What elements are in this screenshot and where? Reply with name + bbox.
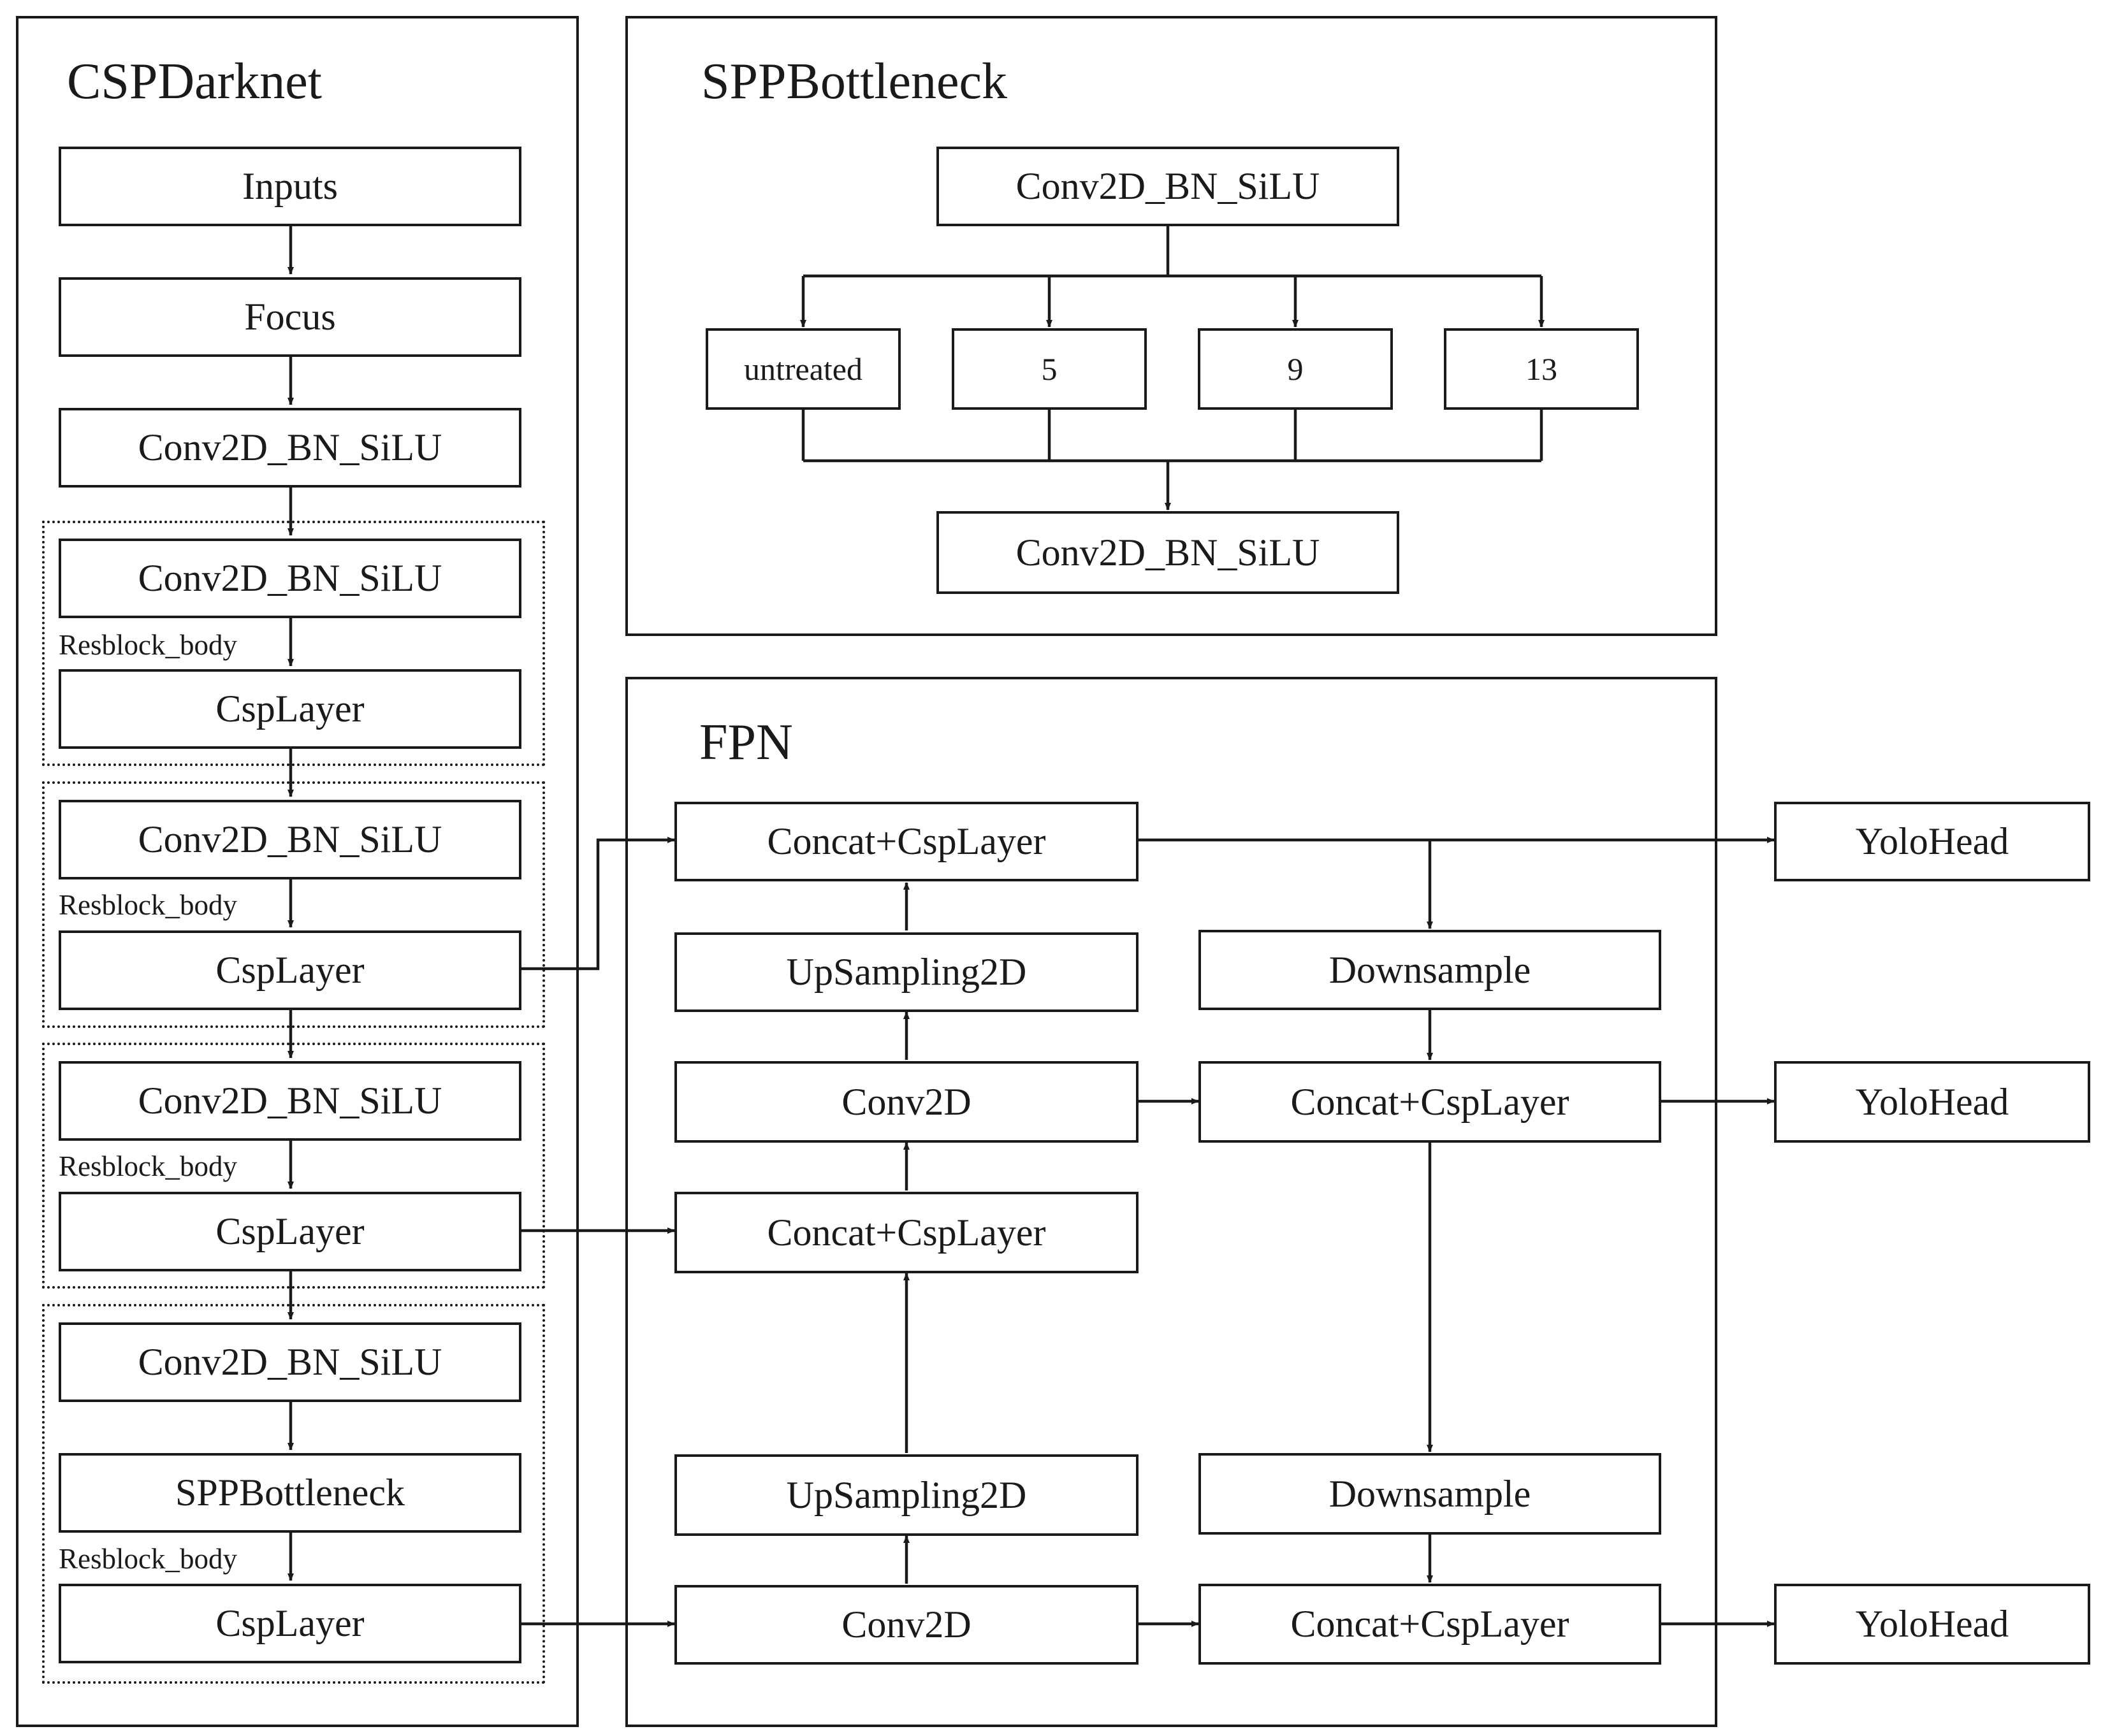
resblock-body-label: Resblock_body: [59, 1543, 237, 1575]
spp-branch-pool-9: 9: [1198, 328, 1393, 410]
csplayer-block: CspLayer: [59, 1584, 521, 1663]
fpn-conv2d-bottom: Conv2D: [674, 1585, 1139, 1665]
fpn-concat-csplayer-right-bottom: Concat+CspLayer: [1198, 1584, 1661, 1665]
fpn-concat-csplayer-right-mid: Concat+CspLayer: [1198, 1061, 1661, 1143]
resblock-body-label: Resblock_body: [59, 629, 237, 661]
sppbottleneck-title: SPPBottleneck: [701, 54, 1008, 110]
conv2d-bn-silu-block: Conv2D_BN_SiLU: [59, 1061, 521, 1141]
fpn-concat-csplayer-mid: Concat+CspLayer: [674, 1192, 1139, 1273]
inputs-block: Inputs: [59, 147, 521, 226]
spp-conv2d-bn-silu-in: Conv2D_BN_SiLU: [936, 147, 1399, 226]
resblock-body-label: Resblock_body: [59, 1150, 237, 1182]
sppbottleneck-panel: [625, 16, 1717, 636]
fpn-conv2d-mid: Conv2D: [674, 1061, 1139, 1143]
spp-branch-pool-5: 5: [952, 328, 1147, 410]
yolohead-block: YoloHead: [1774, 802, 2090, 881]
fpn-upsampling2d-bottom: UpSampling2D: [674, 1454, 1139, 1536]
resblock-body-group: [42, 521, 545, 766]
conv2d-bn-silu-block: Conv2D_BN_SiLU: [59, 1322, 521, 1402]
fpn-concat-csplayer-top: Concat+CspLayer: [674, 802, 1139, 881]
yolohead-block: YoloHead: [1774, 1584, 2090, 1665]
conv2d-bn-silu-block: Conv2D_BN_SiLU: [59, 408, 521, 488]
fpn-downsample-top: Downsample: [1198, 930, 1661, 1010]
sppbottleneck-block: SPPBottleneck: [59, 1453, 521, 1533]
resblock-body-label: Resblock_body: [59, 889, 237, 921]
conv2d-bn-silu-block: Conv2D_BN_SiLU: [59, 539, 521, 618]
csplayer-block: CspLayer: [59, 930, 521, 1010]
spp-conv2d-bn-silu-out: Conv2D_BN_SiLU: [936, 511, 1399, 594]
conv2d-bn-silu-block: Conv2D_BN_SiLU: [59, 800, 521, 879]
csplayer-block: CspLayer: [59, 1192, 521, 1271]
resblock-body-group: [42, 1043, 545, 1289]
cspdarknet-title: CSPDarknet: [67, 54, 322, 110]
focus-block: Focus: [59, 277, 521, 357]
resblock-body-group: [42, 781, 545, 1028]
fpn-downsample-bottom: Downsample: [1198, 1453, 1661, 1535]
fpn-panel: [625, 677, 1717, 1727]
fpn-title: FPN: [699, 714, 793, 770]
yolohead-block: YoloHead: [1774, 1061, 2090, 1143]
spp-branch-pool-13: 13: [1444, 328, 1639, 410]
fpn-upsampling2d-top: UpSampling2D: [674, 932, 1139, 1012]
spp-branch-untreated: untreated: [706, 328, 901, 410]
csplayer-block: CspLayer: [59, 669, 521, 749]
resblock-body-group: [42, 1304, 545, 1684]
cspdarknet-panel: [16, 16, 579, 1727]
